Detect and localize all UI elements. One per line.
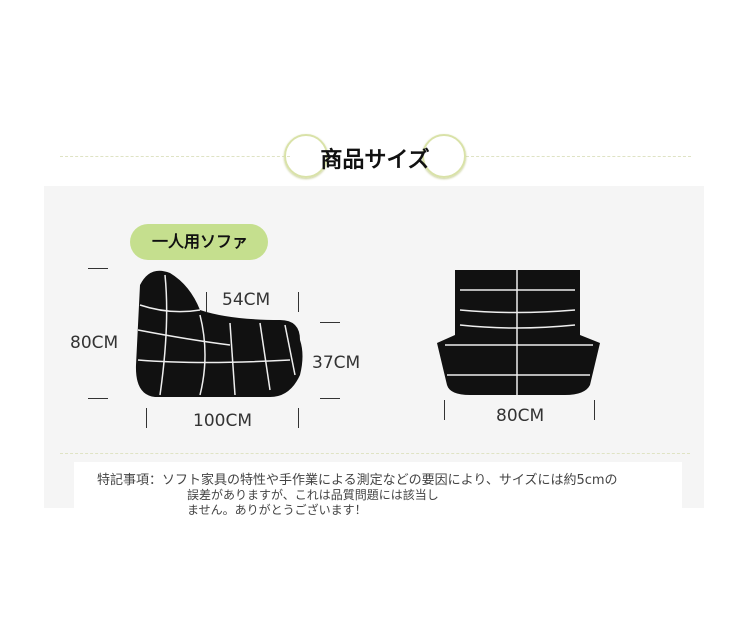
note-line-1: 特記事項：ソフト家具の特性や手作業による測定などの要因により、サイズには約5cm… (97, 473, 618, 488)
divider-left (60, 156, 290, 157)
dimension-marker (594, 400, 595, 420)
note-line-2: 誤差がありますが、これは品質問題には該当し (187, 488, 439, 502)
divider-right (466, 156, 691, 157)
dimension-marker (320, 322, 340, 323)
dimension-marker (298, 408, 299, 428)
side-view-sofa-image (135, 270, 303, 397)
dimension-marker (206, 292, 207, 312)
dimension-marker (320, 398, 340, 399)
back-depth-dimension: 54CM (222, 290, 271, 310)
ring-decoration-right (422, 134, 466, 178)
front-view-sofa-image (437, 270, 600, 395)
dimension-marker (88, 268, 108, 269)
dimension-marker (146, 408, 147, 428)
dimension-marker (298, 292, 299, 312)
ring-decoration-left (284, 134, 328, 178)
divider-bottom (60, 453, 690, 454)
front-width-dimension: 80CM (496, 406, 545, 426)
page-title: 商品サイズ (320, 148, 430, 173)
dimension-marker (444, 400, 445, 420)
width-dimension: 100CM (193, 411, 252, 431)
note-line-3: ません。ありがとうございます！ (187, 503, 367, 517)
seat-height-dimension: 37CM (312, 353, 361, 373)
dimension-marker (88, 398, 108, 399)
note-box (74, 462, 682, 508)
sofa-type-badge: 一人用ソファ (130, 224, 268, 260)
height-dimension: 80CM (70, 333, 119, 353)
